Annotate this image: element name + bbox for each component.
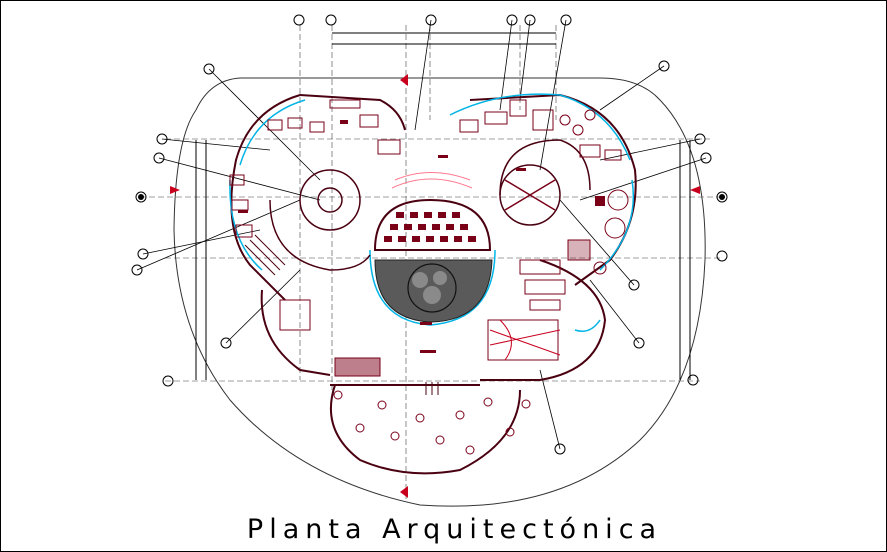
grid-bubble-icon xyxy=(131,14,728,455)
dimension-lines xyxy=(195,32,691,380)
grid-bubble-fill xyxy=(138,194,725,200)
pink-arcs xyxy=(391,172,473,189)
office-furniture xyxy=(229,99,629,377)
terrace-planters xyxy=(333,390,531,455)
section-marker-icon xyxy=(170,74,700,498)
central-auditorium xyxy=(373,198,493,323)
right-rotunda xyxy=(499,139,591,226)
furniture-blocks xyxy=(238,120,605,353)
left-rotunda xyxy=(269,169,371,271)
leader-lines xyxy=(136,19,707,450)
glass-curtain xyxy=(229,93,635,332)
tree-icon xyxy=(412,271,447,304)
stair-icon xyxy=(244,234,439,395)
hatch-lines xyxy=(489,319,561,361)
drawing-title: Planta Arquitectónica xyxy=(246,514,663,545)
